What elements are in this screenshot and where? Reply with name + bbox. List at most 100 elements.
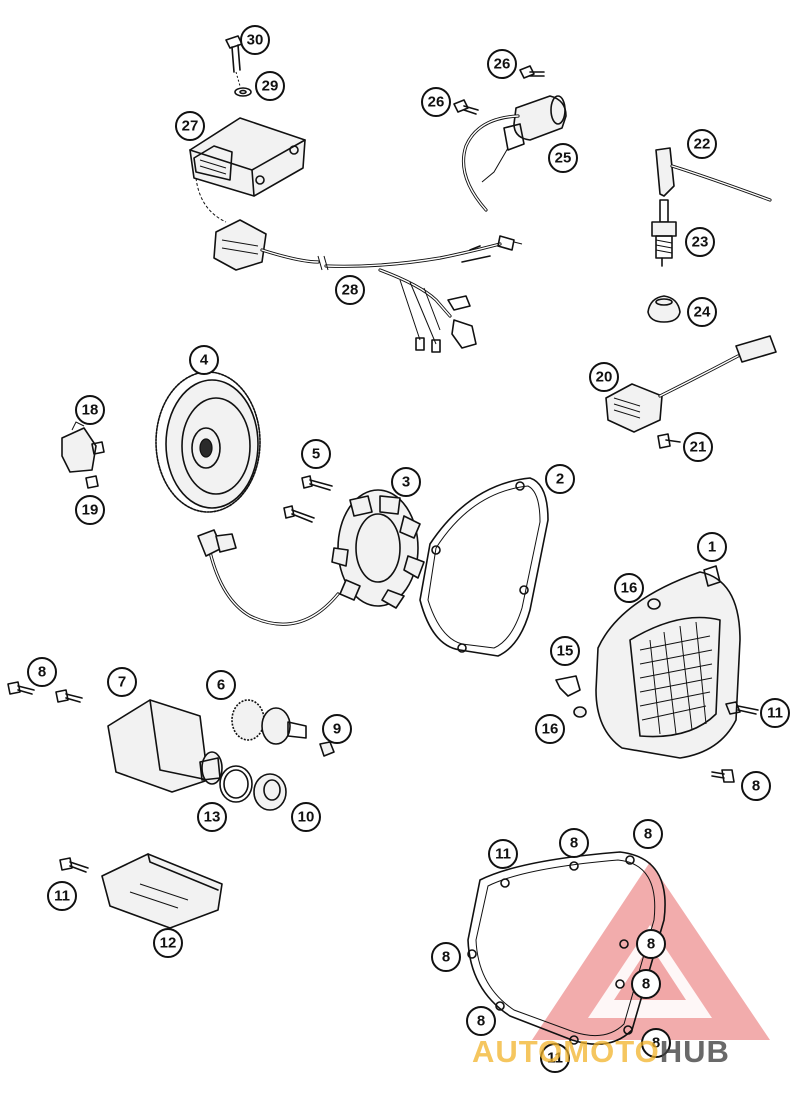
bolt-8-right [711,769,735,783]
callout-19-label: 19 [82,502,99,519]
starter-gear-6 [231,699,307,745]
callout-8-gasket-6-label: 8 [477,1013,485,1030]
callout-8-gasket-7: 8 [641,1028,671,1058]
callout-30-label: 30 [247,32,264,49]
callout-19: 19 [75,495,105,525]
starter-guard-12 [101,853,223,929]
callout-4-label: 4 [200,352,209,369]
callout-8-right-label: 8 [752,778,760,795]
bolt-19 [85,441,105,489]
flywheel-4 [155,371,261,513]
callout-8-gasket-7-label: 8 [652,1035,660,1052]
callout-13: 13 [197,802,227,832]
callout-5-label: 5 [312,446,320,463]
bolt-26-top [519,65,545,79]
callout-11-gasket-top-label: 11 [495,846,511,863]
cdi-unit-27 [189,117,306,197]
callout-15-label: 15 [557,643,574,660]
callout-21: 21 [683,432,713,462]
callout-18-label: 18 [82,402,99,419]
callout-16-bottom: 16 [535,714,565,744]
o-ring-13 [219,765,253,803]
nut-9 [319,741,335,757]
callout-13-label: 13 [204,809,221,826]
callout-1: 1 [697,532,727,562]
callout-6-label: 6 [217,677,225,694]
callout-25: 25 [548,143,578,173]
callout-8-left: 8 [27,657,57,687]
pickup-sensor-18 [61,421,97,473]
callout-1-label: 1 [708,539,716,556]
watermark-text: AUTOMOTOHUB [472,1034,730,1069]
dowel-16-top [647,598,661,610]
callout-9-label: 9 [333,721,341,738]
callout-4: 4 [189,345,219,375]
sleeve-10 [253,773,287,811]
callout-24-label: 24 [694,304,711,321]
callout-11-guard-label: 11 [54,888,70,905]
callout-6: 6 [206,670,236,700]
ignition-coil-25 [461,95,567,212]
callout-2: 2 [545,464,575,494]
bolt-30 [225,35,243,87]
callout-26-left: 26 [421,87,451,117]
callout-20-label: 20 [596,369,613,386]
watermark-hub: HUB [660,1034,730,1069]
voltage-regulator-20 [605,335,777,433]
callout-24: 24 [687,297,717,327]
callout-2-label: 2 [556,471,564,488]
callout-28: 28 [335,275,365,305]
bolt-8-left [7,681,83,703]
callout-27: 27 [175,111,205,141]
callout-30: 30 [240,25,270,55]
rubber-boot-24 [647,295,681,323]
callout-8-gasket-5-label: 8 [642,976,650,993]
plug-cap-22 [655,147,772,202]
callout-8-gasket-2: 8 [633,819,663,849]
callout-7-label: 7 [118,674,126,691]
callout-10-label: 10 [298,809,315,826]
bolt-5 [283,475,333,523]
callout-22: 22 [687,129,717,159]
callout-26-top-label: 26 [494,56,511,73]
callout-21-label: 21 [690,439,707,456]
callout-8-gasket-4-label: 8 [647,936,655,953]
callout-8-gasket-2-label: 8 [644,826,652,843]
callout-8-gasket-3: 8 [431,942,461,972]
callout-29: 29 [255,71,285,101]
callout-9: 9 [322,714,352,744]
callout-8-gasket-1: 8 [559,828,589,858]
callout-5: 5 [301,439,331,469]
callout-7: 7 [107,667,137,697]
callout-16-top: 16 [614,573,644,603]
bolt-11-right [725,701,759,715]
callout-12: 12 [153,928,183,958]
callout-26-left-label: 26 [428,94,445,111]
callout-26-top: 26 [487,49,517,79]
callout-8-left-label: 8 [38,664,46,681]
svg-text:AUTOMOTOHUB: AUTOMOTOHUB [472,1034,730,1069]
starter-motor-7 [107,699,223,793]
callout-20: 20 [589,362,619,392]
cover-gasket [467,851,666,1046]
callout-12-label: 12 [160,935,177,952]
callout-11-gasket-bottom: 11 [540,1043,570,1073]
watermark-moto: MOTO [563,1034,659,1069]
washer-29 [234,87,252,97]
callout-16-bottom-label: 16 [542,721,559,738]
callout-10: 10 [291,802,321,832]
callout-8-right: 8 [741,771,771,801]
wiring-harness-28 [195,177,523,353]
callout-15: 15 [550,636,580,666]
callout-8-gasket-1-label: 8 [570,835,578,852]
callout-3: 3 [391,467,421,497]
clip-15 [555,675,581,697]
callout-11-gasket-bottom-label: 11 [547,1050,563,1067]
stator-3 [197,489,425,626]
dowel-16-bottom [573,706,587,718]
watermark-auto: AUTO [472,1034,563,1069]
callout-8-gasket-3-label: 8 [442,949,450,966]
callout-11-guard: 11 [47,881,77,911]
gasket-2 [419,477,549,657]
